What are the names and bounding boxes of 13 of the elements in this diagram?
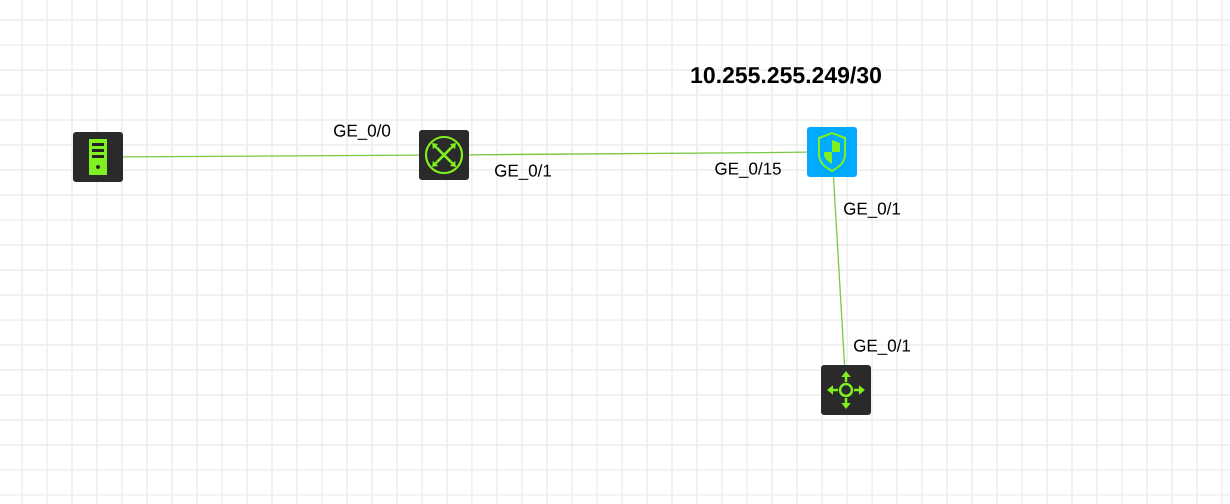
port-label: GE_0/0	[334, 124, 391, 140]
link-line	[832, 176, 846, 366]
server-icon	[73, 132, 123, 182]
router-icon	[821, 365, 871, 415]
firewall-icon	[807, 127, 857, 177]
port-label: GE_0/15	[715, 162, 781, 178]
port-label: GE_0/1	[844, 202, 900, 218]
link-line	[468, 151, 808, 156]
port-label: GE_0/1	[854, 339, 910, 355]
switch-icon	[419, 130, 469, 180]
link-line	[122, 154, 420, 158]
port-label: GE_0/1	[495, 164, 551, 180]
network-address: 10.255.255.249/30	[691, 66, 881, 84]
